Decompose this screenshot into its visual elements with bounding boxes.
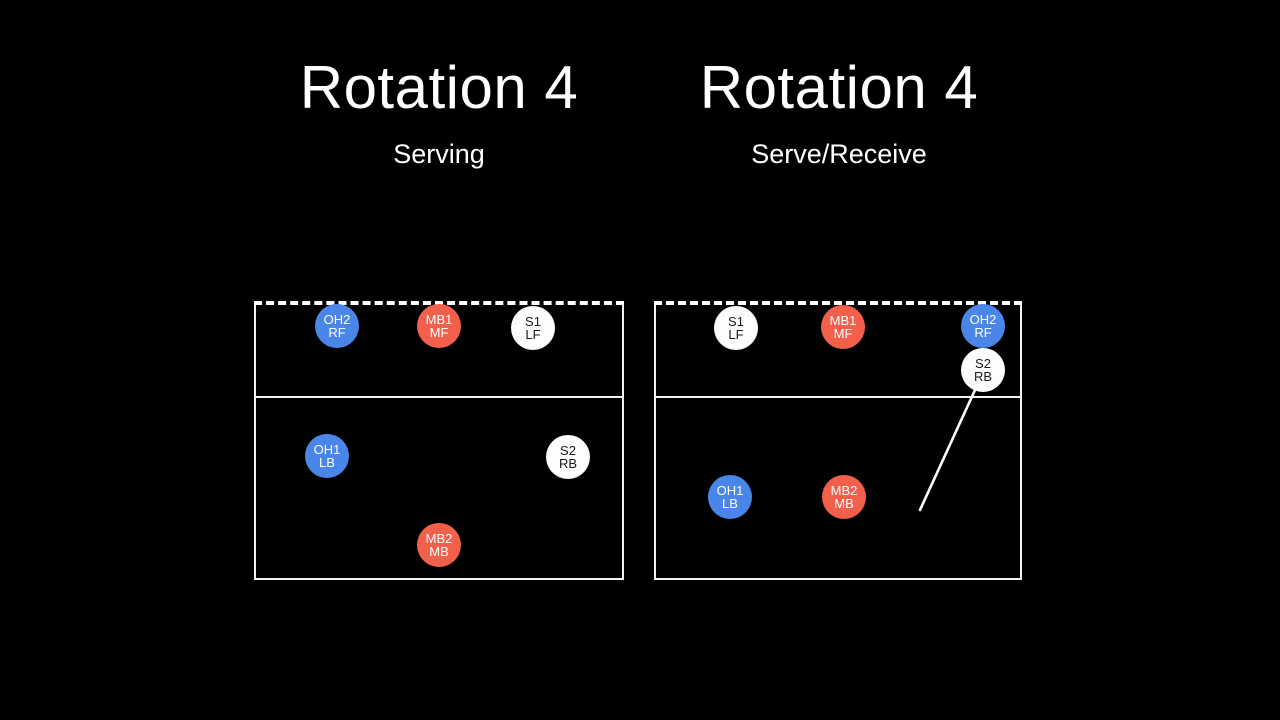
player-label: S1	[728, 313, 744, 329]
page-title-right: Rotation 4	[699, 54, 979, 121]
page-subtitle-left: Serving	[393, 139, 485, 169]
player-position-label: MB	[429, 544, 449, 559]
player-position-label: RB	[973, 369, 993, 384]
player-position-label: MF	[833, 326, 853, 341]
page-subtitle-right: Serve/Receive	[751, 139, 927, 169]
player-label: OH1	[716, 482, 744, 498]
player-position-label: MB	[834, 496, 854, 511]
attack-line-right	[654, 396, 1022, 398]
net-line-right	[654, 301, 1022, 305]
player-position-label: MF	[429, 325, 449, 340]
player-position-label: LB	[722, 496, 738, 511]
pillarbox-right	[1120, 0, 1280, 720]
player-label: MB2	[425, 530, 453, 546]
pillarbox-left	[0, 0, 160, 720]
player-position-label: LB	[319, 455, 335, 470]
panel-serve-receive: Rotation 4 Serve/Receive	[554, 0, 1124, 720]
player-label: OH2	[969, 311, 997, 327]
player-label: OH1	[313, 441, 341, 457]
attack-line-left	[254, 396, 624, 398]
player-position-label: RF	[328, 325, 346, 340]
player-label: MB1	[425, 311, 453, 327]
player-label: MB1	[829, 312, 857, 328]
net-line-left	[254, 301, 624, 305]
player-label: MB2	[830, 482, 858, 498]
player-position-label: LF	[728, 327, 744, 342]
player-label: S1	[525, 313, 541, 329]
player-position-label: RB	[558, 456, 578, 471]
player-position-label: RF	[974, 325, 992, 340]
player-label: OH2	[323, 311, 351, 327]
panel-serving: Rotation 4 Serving	[154, 0, 724, 720]
page-title-left: Rotation 4	[299, 54, 579, 121]
player-label: S2	[975, 355, 991, 371]
player-label: S2	[560, 442, 576, 458]
player-position-label: LF	[525, 327, 541, 342]
